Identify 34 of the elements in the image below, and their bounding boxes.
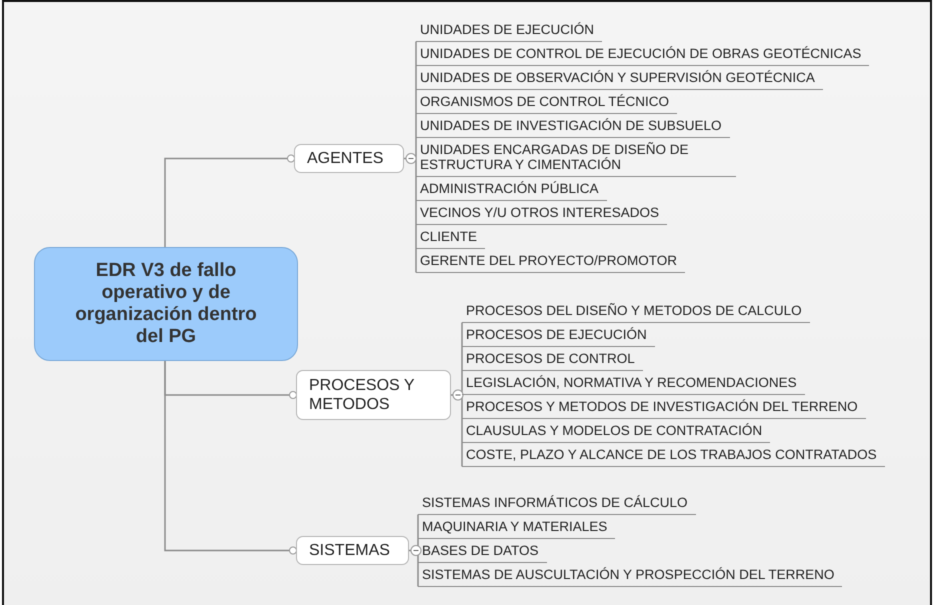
topic-text: SISTEMAS [309, 541, 390, 560]
subtopic: UNIDADES ENCARGADAS DE DISEÑO DE ESTRUCTURA Y CIMENTACIÓN [416, 138, 736, 177]
subtopic: CLAUSULAS Y MODELOS DE CONTRATACIÓN [462, 419, 770, 443]
connector-line [164, 361, 297, 554]
subtopic: PROCESOS Y METODOS DE INVESTIGACIÓN DEL TERRENO [462, 395, 866, 419]
subtopic: ADMINISTRACIÓN PÚBLICA [416, 177, 607, 201]
subtopic: SISTEMAS INFORMÁTICOS DE CÁLCULO [418, 491, 696, 515]
topic-text: AGENTES [307, 149, 384, 168]
subtopic: UNIDADES DE EJECUCIÓN [416, 18, 602, 42]
subtopic: PROCESOS DEL DISEÑO Y METODOS DE CALCULO [462, 299, 810, 323]
connector-line [164, 154, 295, 247]
central-topic [34, 247, 298, 361]
main-topic [294, 144, 404, 173]
subtopic: MAQUINARIA Y MATERIALES [418, 515, 616, 539]
subtopic: UNIDADES DE OBSERVACIÓN Y SUPERVISIÓN GEOTÉCNICA [416, 66, 823, 90]
subtopic: SISTEMAS DE AUSCULTACIÓN Y PROSPECCIÓN DEL TERRENO [418, 563, 842, 587]
connector-line [450, 322, 463, 468]
topic-text: PROCESOS Y METODOS [309, 376, 416, 414]
subtopic: PROCESOS DE EJECUCIÓN [462, 323, 655, 347]
subtopic: LEGISLACIÓN, NORMATIVA Y RECOMENDACIONES [462, 371, 805, 395]
subtopic: PROCESOS DE CONTROL [462, 347, 643, 371]
subtopic: UNIDADES DE INVESTIGACIÓN DE SUBSUELO [416, 114, 730, 138]
subtopic: VECINOS Y/U OTROS INTERESADOS [416, 201, 668, 225]
subtopic: GERENTE DEL PROYECTO/PROMOTOR [416, 249, 686, 273]
connector-line [403, 40, 417, 274]
subtopic: UNIDADES DE CONTROL DE EJECUCIÓN DE OBRAS GEOTÉCNICAS [416, 42, 870, 66]
connector-line [408, 514, 419, 588]
subtopic: BASES DE DATOS [418, 539, 547, 563]
subtopic: CLIENTE [416, 225, 486, 249]
topic-text: EDR V3 de fallo operativo y de organización dentro del PG [74, 260, 258, 348]
subtopic: COSTE, PLAZO Y ALCANCE DE LOS TRABAJOS CONTRATADOS [462, 443, 885, 467]
main-topic [296, 370, 451, 420]
main-topic [296, 536, 409, 565]
subtopic: ORGANISMOS DE CONTROL TÉCNICO [416, 90, 678, 114]
